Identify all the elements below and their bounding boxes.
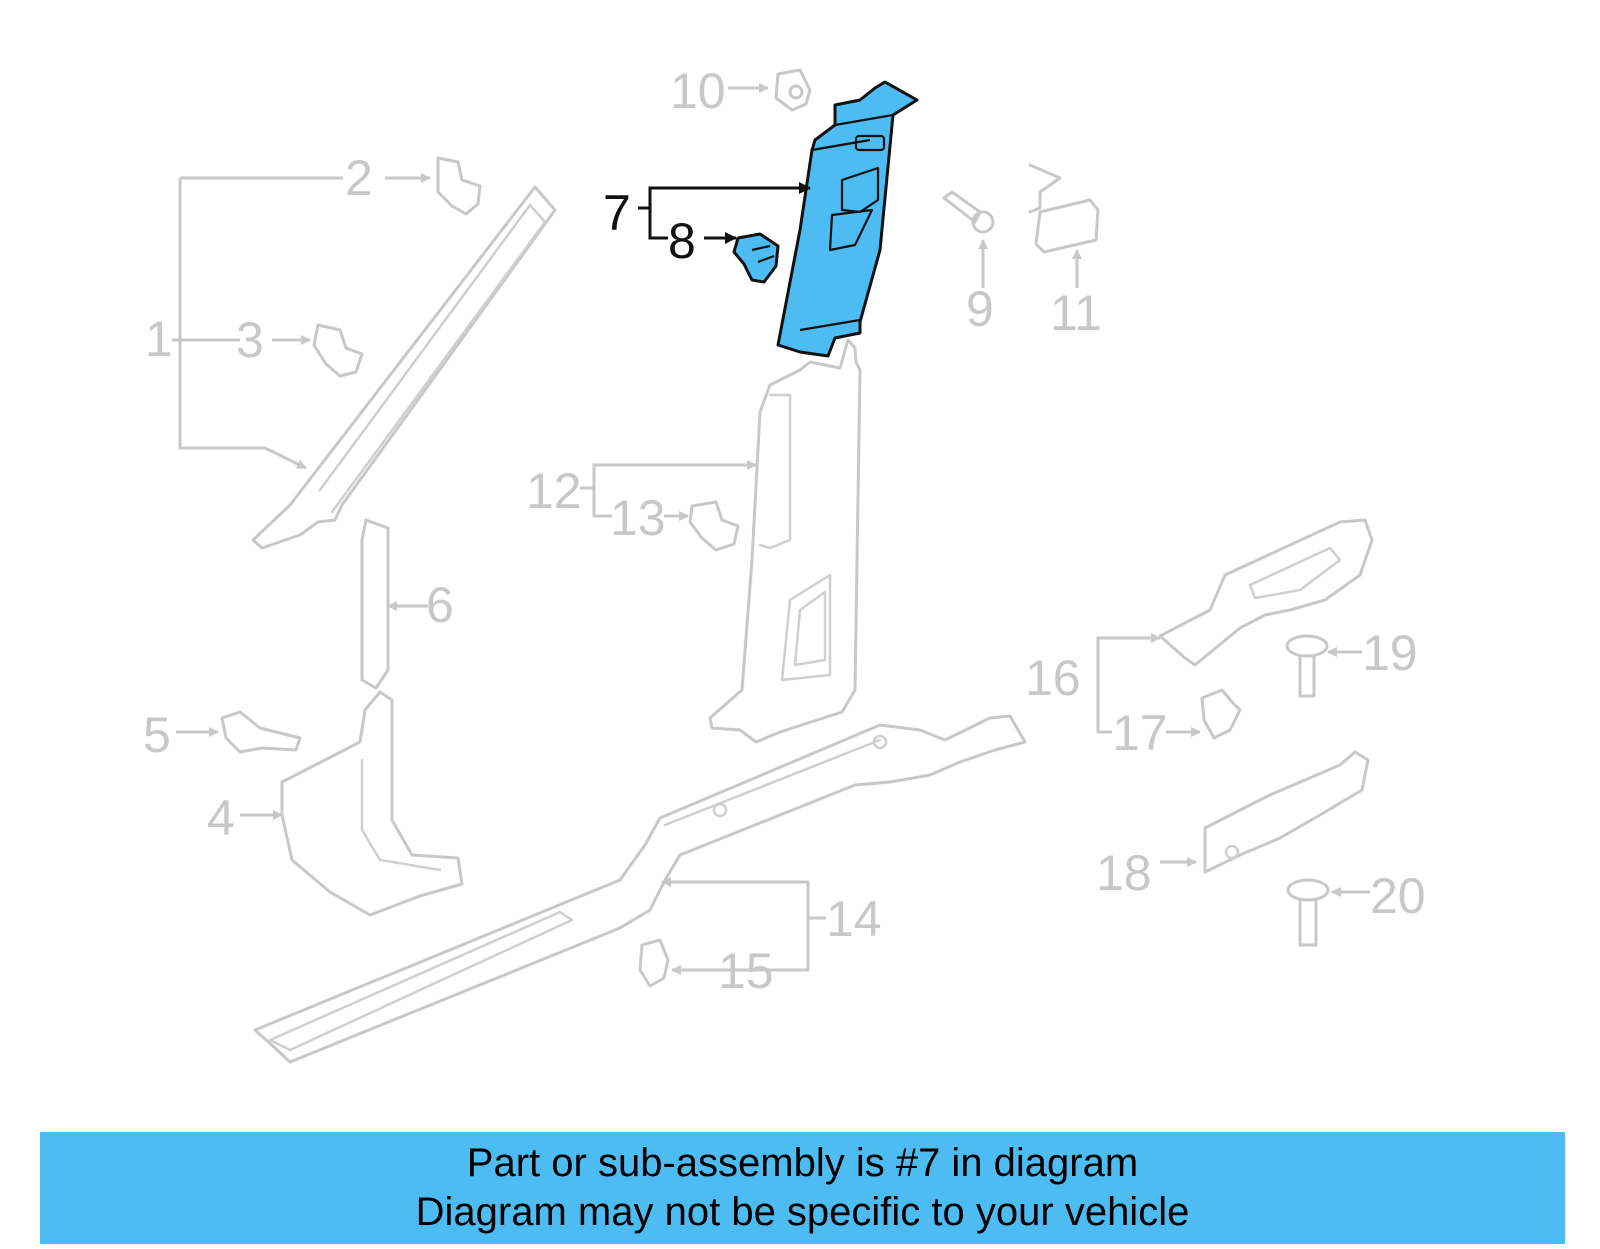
callout-4[interactable]: 4 (207, 790, 235, 846)
info-banner: Part or sub-assembly is #7 in diagram Di… (40, 1132, 1565, 1244)
part-6-strip (360, 518, 390, 690)
callout-18[interactable]: 18 (1096, 845, 1152, 901)
part-17-clip (1200, 688, 1242, 740)
banner-line-part-info: Part or sub-assembly is #7 in diagram (466, 1141, 1139, 1185)
callout-15[interactable]: 15 (718, 943, 774, 999)
callout-20[interactable]: 20 (1370, 868, 1426, 924)
part-19-screw (1285, 634, 1329, 698)
part-10-clip (774, 68, 812, 112)
leader-12-branch (580, 486, 612, 518)
part-18-bracket (1203, 750, 1370, 874)
part-4-lower-trim (280, 690, 464, 917)
banner-line-disclaimer: Diagram may not be specific to your vehi… (415, 1190, 1190, 1234)
callout-9[interactable]: 9 (966, 281, 994, 337)
part-1-a-pillar-trim (251, 185, 557, 550)
part-2-clip (436, 156, 482, 216)
leader-1 (178, 176, 343, 468)
parts-diagram: 1 2 3 4 5 6 7 8 9 10 11 12 13 14 15 16 1… (143, 63, 1426, 1064)
callout-7[interactable]: 7 (603, 185, 631, 241)
part-9-bolt (942, 190, 995, 234)
callout-8[interactable]: 8 (668, 213, 696, 269)
part-3-clip (312, 323, 364, 378)
callout-12[interactable]: 12 (526, 463, 582, 519)
callout-3[interactable]: 3 (236, 312, 264, 368)
part-8-clip[interactable] (732, 232, 780, 284)
callout-16[interactable]: 16 (1025, 650, 1081, 706)
part-11-grab-handle (1028, 163, 1100, 254)
part-20-screw (1286, 878, 1330, 947)
callout-1[interactable]: 1 (145, 311, 173, 367)
callout-11[interactable]: 11 (1050, 285, 1102, 341)
callout-5[interactable]: 5 (143, 707, 171, 763)
part-16-scuff-plate (1158, 518, 1374, 667)
callout-19[interactable]: 19 (1362, 625, 1418, 681)
part-12-b-pillar-lower-trim (708, 338, 862, 744)
part-5-clip (220, 710, 302, 754)
leader-7-branch (638, 206, 668, 240)
part-13-clip (688, 500, 740, 552)
callout-14[interactable]: 14 (826, 891, 882, 947)
part-15-clip (638, 938, 670, 988)
part-14-sill-plate (253, 714, 1027, 1064)
leader-12 (592, 460, 757, 488)
callout-2[interactable]: 2 (345, 150, 373, 206)
leader-7 (648, 182, 811, 208)
callout-13[interactable]: 13 (610, 490, 666, 546)
callout-10[interactable]: 10 (670, 63, 726, 119)
part-7-b-pillar-upper-trim[interactable] (776, 80, 919, 358)
callout-labels: 1 2 3 4 5 6 7 8 9 10 11 12 13 14 15 16 1… (143, 63, 1426, 999)
callout-6[interactable]: 6 (426, 577, 454, 633)
leader-16 (1096, 633, 1161, 676)
callout-17[interactable]: 17 (1112, 705, 1168, 761)
leader-16-branch (1096, 676, 1112, 734)
leader-14 (661, 877, 826, 920)
leader-14-branch (720, 918, 810, 972)
